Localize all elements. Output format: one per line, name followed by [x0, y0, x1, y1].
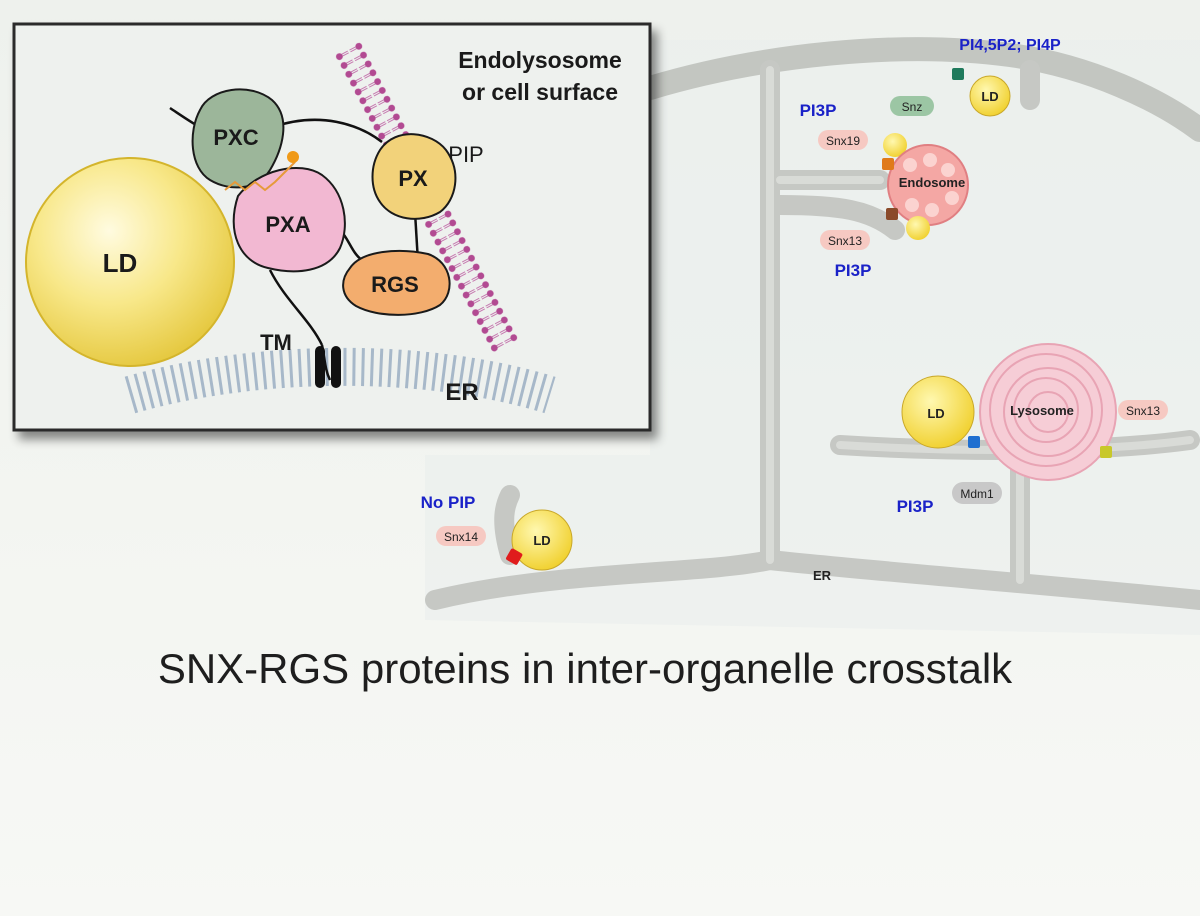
inset-lipid-droplet [25, 157, 235, 367]
pi3p-lower-label: PI3P [897, 497, 934, 516]
snx13-upper-label: Snx13 [828, 234, 862, 248]
snx14-protein-marker [506, 548, 523, 565]
ld-top [969, 75, 1011, 117]
snx13-right-badge [1118, 400, 1168, 420]
snx13-right-label: Snx13 [1126, 404, 1160, 418]
px-domain [371, 133, 457, 220]
snx13-upper-badge [820, 230, 870, 250]
inset-panel: Endolysosome or cell surface PIP ER LD P… [12, 22, 652, 432]
snz-label: Snz [902, 100, 923, 114]
tm-helix-2 [331, 346, 341, 388]
no-pip-label: No PIP [421, 493, 476, 512]
membrane-label-line2: or cell surface [462, 79, 618, 105]
membrane-label-line1: Endolysosome [458, 47, 622, 73]
cell-diagram: LD Snz PI4,5P2; PI4P PI3P Snx19 Endosome… [421, 37, 1200, 635]
snx14-label: Snx14 [444, 530, 478, 544]
lipid-ligand-head [287, 151, 299, 163]
cell-er-label: ER [813, 568, 832, 583]
er-network-inner [766, 66, 1194, 584]
pip-label: PIP [448, 142, 483, 167]
ld-lysosome-label: LD [927, 406, 944, 421]
ld-top-label: LD [981, 89, 998, 104]
cell-panel-background [425, 40, 1200, 635]
snx14-badge [436, 526, 486, 546]
lysosome-label: Lysosome [1010, 403, 1074, 418]
ld-bottom-label: LD [533, 533, 550, 548]
inset-er-label: ER [445, 379, 478, 406]
pi3p-upper-label: PI3P [800, 101, 837, 120]
pxa-label: PXA [265, 212, 310, 237]
endosome-intraluminal-vesicles [903, 153, 959, 217]
rgs-domain [342, 249, 451, 316]
pxc-domain [191, 88, 285, 189]
snx19-badge [818, 130, 868, 150]
plasma-membrane [638, 37, 1200, 142]
mdm1-protein-marker [968, 436, 980, 448]
endosome-vesicle-2 [906, 216, 930, 240]
snx13-upper-protein-marker [886, 208, 898, 220]
slide-caption: SNX-RGS proteins in inter-organelle cros… [157, 645, 1013, 692]
snx13-right-protein-marker [1100, 446, 1112, 458]
endosome-vesicle-1 [883, 133, 907, 157]
lysosome [979, 343, 1117, 481]
snx19-protein-marker [882, 158, 894, 170]
lipid-ligand [224, 161, 296, 192]
ld-lysosome [901, 375, 975, 449]
px-label: PX [398, 166, 428, 191]
top-lipid-label: PI4,5P2; PI4P [959, 37, 1061, 54]
inset-ld-label: LD [103, 248, 138, 278]
snz-protein-marker [952, 68, 964, 80]
rgs-label: RGS [371, 272, 419, 297]
pxa-domain [232, 167, 346, 273]
pi3p-middle-label: PI3P [835, 261, 872, 280]
snx19-label: Snx19 [826, 134, 860, 148]
mdm1-label: Mdm1 [960, 487, 994, 501]
tm-label: TM [260, 330, 292, 355]
snz-badge [890, 96, 934, 116]
ld-bottom [511, 509, 573, 571]
tm-helix-1 [315, 346, 325, 388]
mdm1-badge [952, 482, 1002, 504]
endosome-label: Endosome [899, 175, 965, 190]
pxc-label: PXC [213, 125, 258, 150]
